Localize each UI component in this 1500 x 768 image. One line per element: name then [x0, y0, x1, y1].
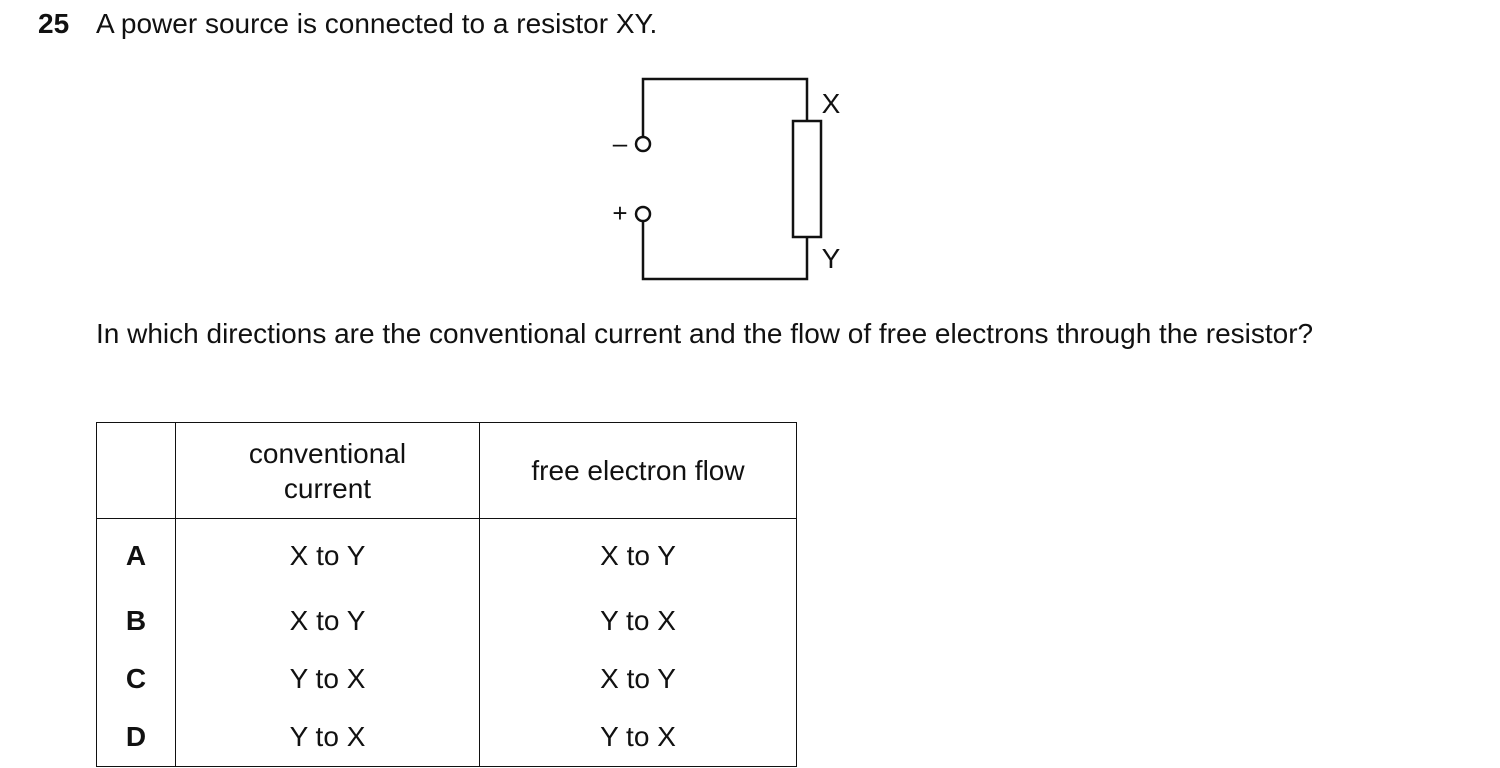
conventional-current-cell: X to Y [175, 518, 480, 592]
free-electron-flow-cell: X to Y [479, 518, 797, 592]
option-key: C [96, 650, 176, 708]
negative-sign: – [613, 128, 628, 158]
conventional-current-cell: Y to X [175, 650, 480, 708]
table-row[interactable]: B X to Y Y to X [96, 592, 797, 650]
conventional-current-cell: X to Y [175, 592, 480, 650]
label-y: Y [822, 243, 841, 274]
wire-top [641, 77, 809, 137]
wire-bottom [641, 221, 809, 281]
circuit-diagram: – + X Y [612, 77, 841, 281]
question-number: 25 [38, 8, 70, 39]
header-conventional-current: conventional current [175, 422, 480, 519]
header-free-electron-flow: free electron flow [479, 422, 797, 519]
label-x: X [822, 88, 841, 119]
table-row[interactable]: A X to Y X to Y [96, 518, 797, 592]
question-stem: A power source is connected to a resisto… [96, 8, 658, 39]
free-electron-flow-cell: Y to X [479, 708, 797, 767]
positive-sign: + [612, 198, 627, 228]
answer-table: conventional current free electron flow … [96, 422, 797, 767]
resistor [791, 119, 823, 239]
conventional-current-cell: Y to X [175, 708, 480, 767]
free-electron-flow-cell: X to Y [479, 650, 797, 708]
option-key: B [96, 592, 176, 650]
terminal-negative [634, 135, 652, 153]
terminal-positive [634, 205, 652, 223]
option-key: A [96, 518, 176, 592]
question-prompt: In which directions are the conventional… [96, 318, 1314, 349]
free-electron-flow-cell: Y to X [479, 592, 797, 650]
header-blank [96, 422, 176, 519]
table-row[interactable]: C Y to X X to Y [96, 650, 797, 708]
option-key: D [96, 708, 176, 767]
table-row[interactable]: D Y to X Y to X [96, 708, 797, 767]
